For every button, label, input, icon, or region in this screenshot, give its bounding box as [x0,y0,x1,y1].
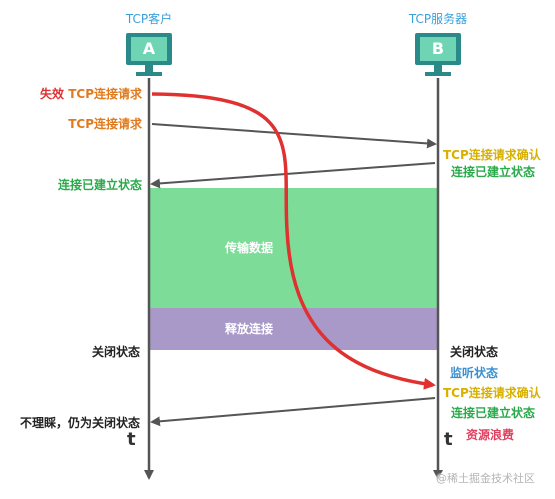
client-title: TCP客户 [125,12,173,26]
server-second-ack-label: TCP连接请求确认 [443,386,541,400]
server-second-established-label: 连接已建立状态 [451,406,536,420]
stale-prefix: 失效 [40,87,65,101]
stale-request-text: TCP连接请求 [68,87,142,101]
client-monitor-icon [126,33,172,76]
server-established-label: 连接已建立状态 [451,165,536,179]
server-closed-label: 关闭状态 [450,345,499,359]
transfer-label: 传输数据 [224,241,273,255]
client-letter: A [142,39,156,58]
transfer-band [149,188,438,308]
watermark: @稀土掘金技术社区 [436,472,535,485]
client-request-label: TCP连接请求 [68,117,142,131]
release-band [149,308,438,350]
second-ack-arrow [150,397,436,427]
client-time-axis-label: t [127,429,136,450]
server-letter: B [431,39,445,58]
server-listen-label: 监听状态 [450,366,499,380]
server-ack-label: TCP连接请求确认 [443,148,541,162]
server-time-axis-label: t [444,429,453,450]
stale-request-curve [151,92,436,390]
resource-waste-label: 资源浪费 [466,428,515,442]
server-monitor-icon [415,33,461,76]
release-label: 释放连接 [224,322,273,336]
client-established-label: 连接已建立状态 [57,178,142,192]
stale-request-label: 失效 TCP连接请求 [0,87,142,101]
request-arrow [151,123,437,149]
client-closed-label: 关闭状态 [91,345,140,359]
server-title: TCP服务器 [408,12,468,26]
ack-arrow [150,162,436,189]
client-ignore-label: 不理睬，仍为关闭状态 [19,416,140,430]
